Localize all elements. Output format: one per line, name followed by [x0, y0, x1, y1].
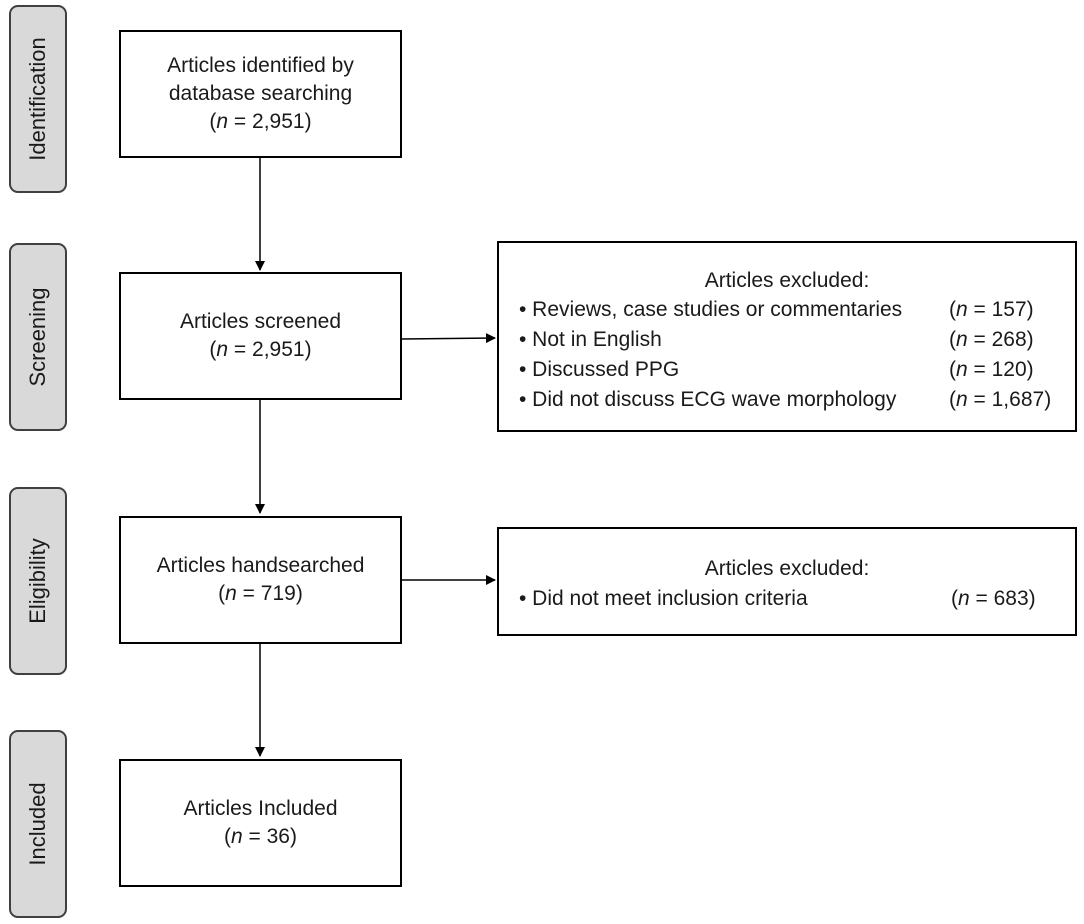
exclusion-reason: • Not in English: [519, 328, 662, 351]
box-identified-line1: Articles identified by: [167, 54, 354, 77]
box-handsearched-line1: Articles handsearched: [156, 554, 365, 577]
box-included-line1: Articles Included: [183, 797, 338, 820]
box-identified-line2: database searching: [168, 82, 353, 105]
stage-eligibility: Eligibility: [9, 487, 67, 675]
box-identified-count: (n = 2,951): [209, 110, 312, 133]
exclusion-reason: • Discussed PPG: [519, 358, 680, 381]
exclusion-eligibility-title: Articles excluded:: [704, 557, 870, 580]
exclusion-screening-row: • Not in English (n = 268): [519, 326, 1065, 353]
exclusion-count: (n = 157): [949, 298, 1034, 321]
exclusion-count: (n = 120): [949, 358, 1034, 381]
stage-identification: Identification: [9, 5, 67, 193]
arrow-screened-to-exclusion: [401, 333, 496, 344]
exclusion-screening-title: Articles excluded:: [704, 269, 870, 292]
box-screened-count: (n = 2,951): [209, 338, 312, 361]
box-screened-line1: Articles screened: [179, 310, 342, 333]
exclusion-count: (n = 268): [949, 328, 1034, 351]
box-articles-identified: Articles identified by database searchin…: [119, 30, 402, 158]
box-articles-included: Articles Included (n = 36): [119, 759, 402, 887]
exclusion-reason: • Reviews, case studies or commentaries: [519, 298, 903, 321]
box-handsearched-count: (n = 719): [218, 582, 303, 605]
exclusion-count: (n = 1,687): [949, 388, 1052, 411]
exclusion-screening-row: • Reviews, case studies or commentaries …: [519, 296, 1065, 323]
exclusion-box-eligibility: Articles excluded: • Did not meet inclus…: [497, 527, 1077, 636]
exclusion-count: (n = 683): [951, 587, 1036, 610]
exclusion-reason: • Did not discuss ECG wave morphology: [519, 388, 897, 411]
exclusion-eligibility-row: • Did not meet inclusion criteria (n = 6…: [519, 585, 1065, 612]
exclusion-reason: • Did not meet inclusion criteria: [519, 587, 808, 610]
exclusion-screening-row: • Did not discuss ECG wave morphology (n…: [519, 386, 1065, 413]
stage-included: Included: [9, 730, 67, 918]
exclusion-box-screening: Articles excluded: • Reviews, case studi…: [497, 241, 1077, 432]
box-articles-handsearched: Articles handsearched (n = 719): [119, 516, 402, 644]
box-articles-screened: Articles screened (n = 2,951): [119, 272, 402, 400]
stage-screening: Screening: [9, 243, 67, 431]
exclusion-screening-row: • Discussed PPG (n = 120): [519, 356, 1065, 383]
box-included-count: (n = 36): [224, 825, 297, 848]
